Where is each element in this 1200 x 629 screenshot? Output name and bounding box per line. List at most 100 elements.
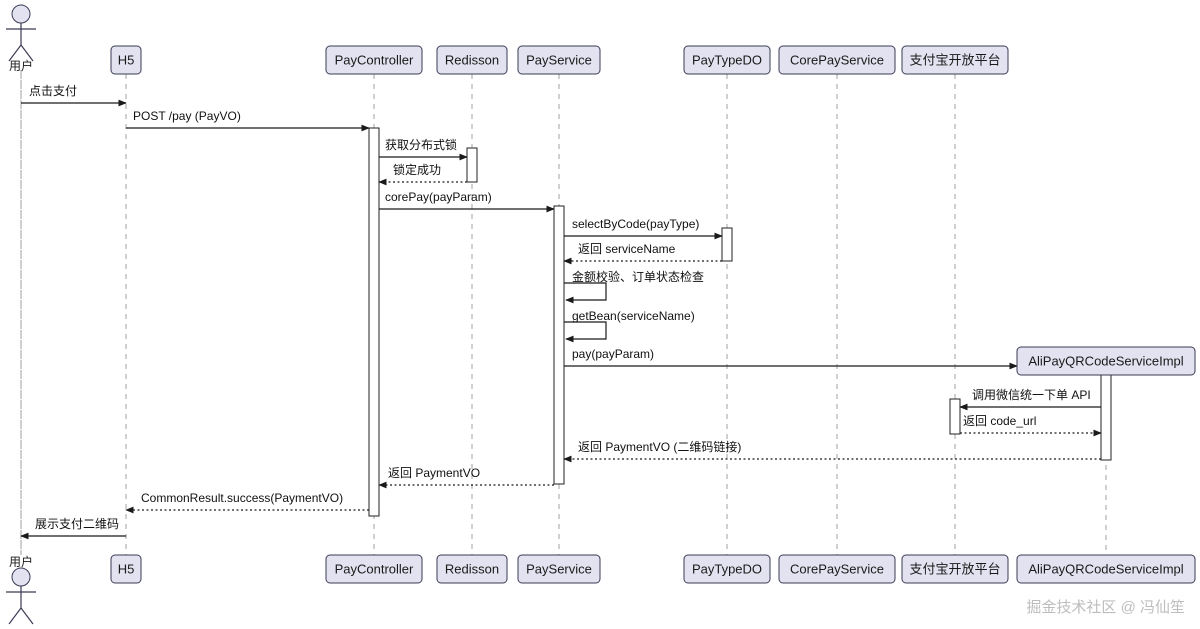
participant-label-aliimpl: AliPayQRCodeServiceImpl: [1028, 561, 1183, 576]
actor-head-user: [11, 4, 31, 24]
participant-label-redis: Redisson: [445, 561, 499, 576]
participant-bottom-redis[interactable]: Redisson: [436, 554, 508, 584]
message-label-m2: POST /pay (PayVO): [133, 109, 241, 123]
participant-box-aliimpl[interactable]: [1016, 554, 1196, 584]
participant-label-alipay: 支付宝开放平台: [909, 52, 1000, 67]
participant-label-cpsvc: CorePayService: [790, 561, 884, 576]
participant-label-ctrl: PayController: [335, 561, 414, 576]
participant-bottom-h5[interactable]: H5: [110, 554, 142, 584]
participants-layer: 用户用户H5H5PayControllerPayControllerRediss…: [6, 4, 1196, 625]
participant-top-redis[interactable]: Redisson: [436, 45, 508, 75]
activation-ptdo: [721, 227, 733, 262]
participant-label-ptdo: PayTypeDO: [692, 561, 762, 576]
participant-box-cpsvc[interactable]: [778, 554, 896, 584]
actor-leg-right-user: [20, 607, 34, 625]
message-m13: 返回 PaymentVO (二维码链接): [563, 439, 1101, 463]
message-label-m1: 点击支付: [29, 84, 77, 98]
participant-label-h5: H5: [118, 52, 135, 67]
participant-top-h5[interactable]: H5: [110, 45, 142, 75]
message-m16: 展示支付二维码: [20, 517, 126, 540]
message-m1: 点击支付: [21, 84, 127, 107]
message-label-m3: 获取分布式锁: [385, 137, 457, 152]
participant-box-h5[interactable]: [110, 554, 142, 584]
participant-label-psvc: PayService: [526, 52, 592, 67]
participant-label-psvc: PayService: [526, 561, 592, 576]
message-m4: 锁定成功: [378, 162, 467, 186]
participant-box-aliimpl[interactable]: [1016, 346, 1196, 376]
participant-box-ptdo[interactable]: [683, 45, 771, 75]
participant-top-cpsvc[interactable]: CorePayService: [778, 45, 896, 75]
message-label-m10: pay(payParam): [572, 347, 654, 361]
actor-leg-right-user: [20, 44, 34, 62]
participant-bottom-ptdo[interactable]: PayTypeDO: [683, 554, 771, 584]
participant-label-alipay: 支付宝开放平台: [909, 561, 1000, 576]
message-selfcall-path: [564, 282, 607, 304]
activation-redis: [466, 147, 478, 183]
participant-top-ctrl[interactable]: PayController: [325, 45, 423, 75]
participant-label-h5: H5: [118, 561, 135, 576]
message-label-m14: 返回 PaymentVO: [388, 466, 480, 480]
message-m3: 获取分布式锁: [379, 137, 468, 161]
watermark-text: 掘金技术社区 @ 冯仙笙: [1026, 599, 1185, 616]
message-m9: getBean(serviceName): [564, 309, 695, 343]
message-label-m5: corePay(payParam): [385, 190, 492, 204]
participant-top-psvc[interactable]: PayService: [517, 45, 601, 75]
message-selfcall-path: [564, 321, 607, 343]
message-m15: CommonResult.success(PaymentVO): [125, 491, 369, 514]
participant-bottom-ctrl[interactable]: PayController: [325, 554, 423, 584]
participant-bottom-aliimpl[interactable]: AliPayQRCodeServiceImpl: [1016, 554, 1196, 584]
participant-box-redis[interactable]: [436, 554, 508, 584]
participant-label-cpsvc: CorePayService: [790, 52, 884, 67]
message-label-m11: 调用微信统一下单 API: [972, 388, 1091, 402]
actor-leg-left-user: [8, 607, 22, 625]
message-label-m7: 返回 serviceName: [578, 242, 676, 256]
message-m7: 返回 serviceName: [563, 242, 722, 265]
activation-psvc: [553, 205, 565, 485]
participant-box-alipay[interactable]: [901, 45, 1009, 75]
activation-alipay: [949, 398, 961, 435]
participant-box-alipay[interactable]: [901, 554, 1009, 584]
participant-bottom-cpsvc[interactable]: CorePayService: [778, 554, 896, 584]
participant-bottom-alipay[interactable]: 支付宝开放平台: [901, 554, 1009, 584]
message-m12: 返回 code_url: [960, 414, 1102, 437]
participant-box-psvc[interactable]: [517, 554, 601, 584]
actor-leg-left-user: [8, 44, 22, 62]
participant-box-h5[interactable]: [110, 45, 142, 75]
message-label-m13: 返回 PaymentVO (二维码链接): [578, 439, 741, 454]
actor-top-user[interactable]: 用户: [6, 4, 36, 73]
participant-label-ptdo: PayTypeDO: [692, 52, 762, 67]
message-label-m12: 返回 code_url: [963, 414, 1036, 428]
message-label-m4: 锁定成功: [393, 162, 441, 177]
message-m14: 返回 PaymentVO: [378, 466, 554, 489]
participant-bottom-psvc[interactable]: PayService: [517, 554, 601, 584]
message-m10: pay(payParam): [564, 347, 1018, 370]
message-label-m6: selectByCode(payType): [572, 217, 699, 231]
message-label-m9: getBean(serviceName): [572, 309, 695, 323]
activation-aliimpl: [1100, 374, 1112, 461]
participant-box-ptdo[interactable]: [683, 554, 771, 584]
actor-head-user: [11, 567, 31, 587]
message-m6: selectByCode(payType): [564, 217, 723, 240]
participant-label-ctrl: PayController: [335, 52, 414, 67]
activations-layer: [368, 127, 1112, 517]
participant-box-ctrl[interactable]: [325, 45, 423, 75]
participant-box-cpsvc[interactable]: [778, 45, 896, 75]
actor-label-user: 用户: [9, 58, 33, 73]
message-label-m16: 展示支付二维码: [35, 517, 119, 531]
participant-created-aliimpl[interactable]: AliPayQRCodeServiceImpl: [1016, 346, 1196, 376]
activation-ctrl: [368, 127, 380, 517]
participant-box-psvc[interactable]: [517, 45, 601, 75]
message-m11: 调用微信统一下单 API: [959, 388, 1101, 411]
message-label-m8: 金额校验、订单状态检查: [572, 269, 704, 284]
message-label-m15: CommonResult.success(PaymentVO): [141, 491, 343, 505]
actor-bottom-user[interactable]: 用户: [6, 554, 36, 625]
message-m5: corePay(payParam): [379, 190, 555, 213]
participant-box-redis[interactable]: [436, 45, 508, 75]
participant-top-ptdo[interactable]: PayTypeDO: [683, 45, 771, 75]
participant-box-ctrl[interactable]: [325, 554, 423, 584]
actor-label-user: 用户: [9, 554, 33, 569]
participant-top-alipay[interactable]: 支付宝开放平台: [901, 45, 1009, 75]
